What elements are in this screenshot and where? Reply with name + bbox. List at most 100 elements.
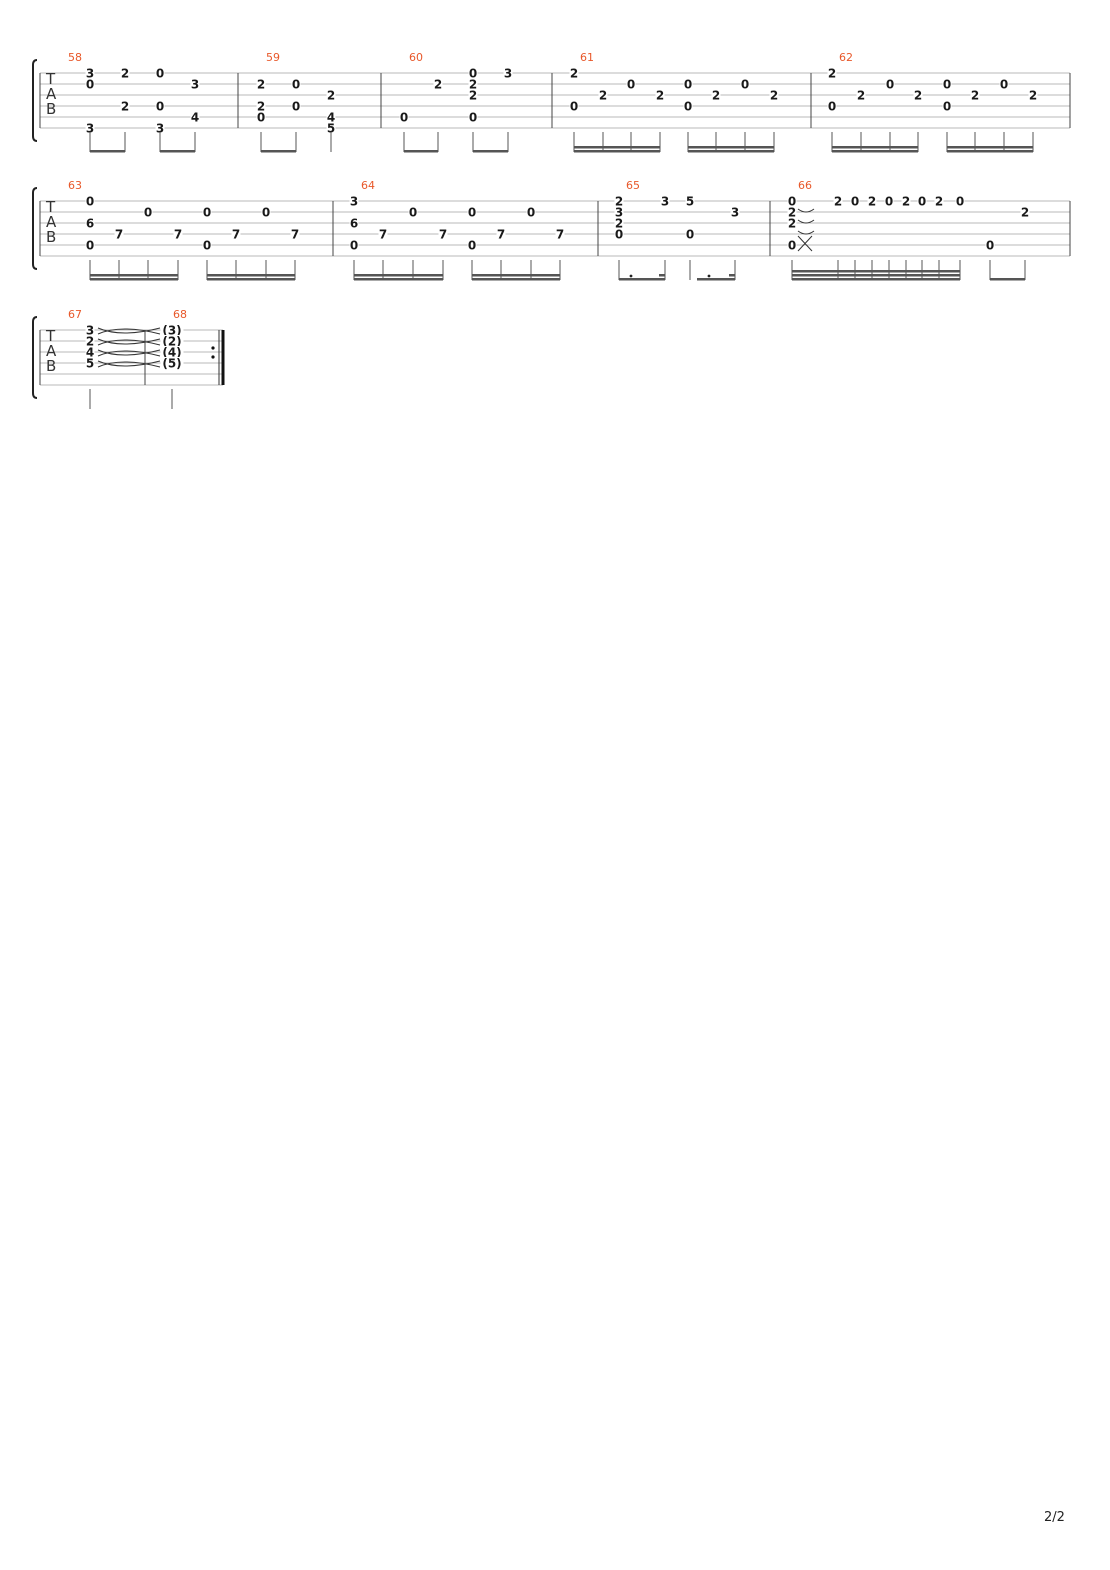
fret-bg: [999, 78, 1009, 90]
fret-number: 2: [257, 78, 265, 92]
tie-arc: [797, 230, 815, 235]
fret-bg: [190, 111, 200, 123]
fret-number: 2: [788, 206, 796, 220]
measure-number: 62: [839, 51, 853, 64]
tab-clef-letter: T: [45, 198, 56, 216]
tab-clef-letter: T: [45, 70, 56, 88]
fret-number: 0: [788, 239, 796, 253]
beam: [947, 146, 1033, 149]
fret-bg: [526, 206, 536, 218]
fret-bg: [827, 100, 837, 112]
fret-bg: [202, 239, 212, 251]
fret-bg: [867, 195, 877, 207]
fret-number: 0: [615, 228, 623, 242]
fret-number: 0: [527, 206, 535, 220]
fret-number: 3: [156, 122, 164, 136]
beam: [90, 150, 125, 153]
fret-number: 0: [986, 239, 994, 253]
fret-bg: [985, 239, 995, 251]
fret-number: 0: [943, 100, 951, 114]
fret-number: 2: [770, 89, 778, 103]
beam: [832, 150, 918, 153]
fret-number: 2: [788, 217, 796, 231]
fret-number: 2: [570, 67, 578, 81]
fret-bg: [467, 239, 477, 251]
fret-number: 0: [570, 100, 578, 114]
fret-number: 0: [886, 78, 894, 92]
measure-number: 65: [626, 179, 640, 192]
fret-number: 2: [914, 89, 922, 103]
fret-bg: [856, 89, 866, 101]
fret-number: 2: [1021, 206, 1029, 220]
fret-number: 0: [469, 111, 477, 125]
fret-bg: [261, 206, 271, 218]
fret-bg: [85, 122, 95, 134]
fret-bg: [901, 195, 911, 207]
fret-bg: [468, 67, 478, 79]
tab-clef-letter: A: [46, 342, 57, 360]
fret-bg: [85, 335, 95, 347]
fret-bg: [85, 346, 95, 358]
beam: [697, 278, 735, 281]
fret-number: 0: [400, 111, 408, 125]
measure-number: 61: [580, 51, 594, 64]
fret-bg: [256, 100, 266, 112]
beam: [792, 278, 960, 281]
beam: [207, 278, 295, 281]
fret-bg: [787, 217, 797, 229]
fret-number: 5: [686, 195, 694, 209]
fret-bg: [114, 228, 124, 240]
fret-number: 0: [292, 78, 300, 92]
beam: [160, 150, 195, 153]
fret-bg: [496, 228, 506, 240]
fret-bg: [326, 122, 336, 134]
tie-arc: [97, 339, 161, 346]
measure-number: 68: [173, 308, 187, 321]
fret-bg: [85, 357, 95, 369]
fret-number: 7: [556, 228, 564, 242]
beam: [354, 274, 443, 277]
fret-bg: [143, 206, 153, 218]
fret-bg: [598, 89, 608, 101]
fret-bg: [827, 67, 837, 79]
fret-number: 0: [203, 206, 211, 220]
fret-number: 6: [350, 217, 358, 231]
fret-number: 0: [156, 100, 164, 114]
repeat-dot: [211, 346, 215, 350]
fret-number: 0: [409, 206, 417, 220]
fret-number: 2: [1029, 89, 1037, 103]
fret-number: 2: [121, 100, 129, 114]
fret-bg: [291, 100, 301, 112]
fret-bg: [326, 89, 336, 101]
fret-bg: [740, 78, 750, 90]
fret-bg: [787, 239, 797, 251]
fret-number: (5): [162, 357, 181, 371]
beam: [688, 146, 774, 149]
fret-bg: [884, 195, 894, 207]
fret-number: 0: [203, 239, 211, 253]
beam: [473, 150, 508, 153]
fret-number: 2: [868, 195, 876, 209]
fret-bg: [468, 89, 478, 101]
beam: [792, 274, 960, 277]
tie-arc: [797, 219, 815, 224]
fret-bg: [438, 228, 448, 240]
beam: [659, 274, 665, 277]
fret-number: 2: [712, 89, 720, 103]
tab-clef-letter: B: [46, 357, 56, 375]
beam: [90, 278, 178, 281]
beam: [574, 146, 660, 149]
fret-bg: [614, 195, 624, 207]
fret-number: 7: [291, 228, 299, 242]
fret-bg: [378, 228, 388, 240]
fret-bg: [685, 195, 695, 207]
fret-number: 0: [292, 100, 300, 114]
fret-bg: [730, 206, 740, 218]
fret-bg: [468, 78, 478, 90]
beam: [688, 150, 774, 153]
fret-number: 0: [686, 228, 694, 242]
fret-number: 2: [257, 100, 265, 114]
fret-number: 7: [379, 228, 387, 242]
fret-bg: [433, 78, 443, 90]
fret-bg: [202, 206, 212, 218]
